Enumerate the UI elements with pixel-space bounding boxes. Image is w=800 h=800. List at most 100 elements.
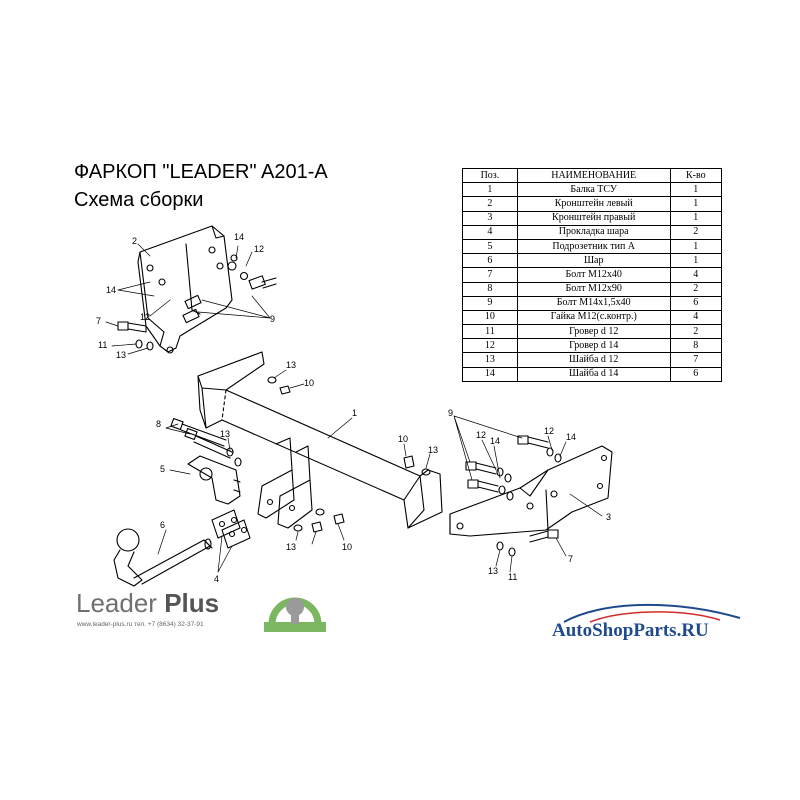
cell-pos: 14	[462, 366, 518, 382]
callout-14: 14	[234, 232, 244, 242]
callout-10: 10	[304, 378, 314, 388]
brand-contacts: www.leader-plus.ru тел. +7 (8634) 32-37-…	[77, 621, 204, 628]
cell-qty: 2	[669, 324, 723, 340]
cell-qty: 4	[669, 309, 723, 326]
leader-lines	[105, 243, 603, 573]
cell-pos: 4	[462, 224, 518, 240]
callout-11: 11	[508, 572, 517, 582]
cell-pos: 3	[462, 210, 518, 226]
callout-13: 13	[286, 360, 296, 370]
cell-name: Гровер d 12	[516, 324, 671, 340]
col-header-pos: Поз.	[462, 167, 518, 184]
cell-pos: 11	[462, 324, 518, 340]
cell-qty: 1	[669, 253, 723, 269]
table-header-row: Поз. НАИМЕНОВАНИЕ К-во	[462, 167, 723, 184]
cell-name: Шайба d 14	[516, 366, 671, 382]
callout-5: 5	[160, 464, 165, 474]
callout-6: 6	[160, 520, 165, 530]
cell-qty: 1	[669, 196, 723, 212]
cell-pos: 13	[462, 352, 518, 368]
cell-qty: 2	[669, 281, 723, 297]
callout-10: 10	[398, 434, 408, 444]
callout-12: 12	[254, 244, 264, 254]
left-bolts	[182, 254, 277, 324]
callout-13: 13	[220, 429, 230, 439]
cell-qty: 1	[669, 238, 723, 255]
cell-pos: 8	[462, 281, 518, 297]
right-bolt-7	[496, 529, 559, 557]
brand-bold: Plus	[164, 588, 220, 618]
cell-qty: 7	[669, 352, 723, 368]
callout-14: 14	[566, 432, 576, 442]
car-silhouette-icon	[563, 603, 741, 623]
callout-12: 12	[544, 426, 554, 436]
leader-plus-logo-icon	[264, 597, 326, 632]
cell-qty: 6	[669, 366, 723, 382]
cell-qty: 1	[669, 210, 723, 226]
cell-pos: 5	[462, 238, 518, 255]
callout-13: 13	[488, 566, 498, 576]
cell-name: Гровер d 14	[516, 338, 671, 354]
socket-bolts	[170, 417, 242, 467]
callout-10: 10	[342, 542, 352, 552]
tow-beam	[197, 351, 443, 529]
cell-qty: 4	[669, 267, 723, 283]
callout-14: 14	[106, 285, 116, 295]
left-bolt-7	[117, 321, 154, 351]
callout-labels: 2 14 12 14 12 9 7 11 13 13 10 1 8 13 5 1…	[96, 232, 611, 584]
callout-3: 3	[606, 512, 611, 522]
cell-name: Болт М12х90	[516, 281, 671, 297]
callout-12: 12	[476, 430, 486, 440]
callout-11: 11	[98, 340, 107, 350]
cell-name: Прокладка шара	[516, 224, 671, 240]
spacer-plates	[211, 509, 251, 549]
cell-name: Балка ТСУ	[516, 182, 671, 198]
cell-name: Шар	[516, 253, 671, 269]
cell-pos: 2	[462, 196, 518, 212]
mid-nuts	[293, 455, 431, 533]
right-bracket	[449, 445, 613, 537]
col-header-name: НАИМЕНОВАНИЕ	[516, 167, 671, 184]
callout-7: 7	[568, 554, 573, 564]
left-bracket	[137, 225, 233, 354]
cell-name: Кронштейн левый	[516, 196, 671, 212]
socket-bracket	[187, 455, 241, 505]
page-title: ФАРКОП "LEADER" A201-A	[74, 161, 328, 183]
cell-pos: 9	[462, 295, 518, 311]
cell-qty: 2	[669, 224, 723, 240]
cell-pos: 10	[462, 309, 518, 326]
cell-name: Болт М14х1,5х40	[516, 295, 671, 311]
callout-13: 13	[116, 350, 126, 360]
cell-pos: 7	[462, 267, 518, 283]
cell-name: Шайба d 12	[516, 352, 671, 368]
callout-14: 14	[490, 436, 500, 446]
cell-name: Гайка М12(с.контр.)	[516, 309, 671, 326]
watermark-text: AutoShopParts.RU	[552, 620, 709, 641]
callout-9: 9	[448, 408, 453, 418]
cell-name: Подрозетник тип А	[516, 238, 671, 255]
center-nut	[267, 376, 291, 395]
callout-1: 1	[352, 408, 357, 418]
brand-name: Leader Plus	[76, 588, 219, 619]
brand-light: Leader	[76, 588, 157, 618]
cell-qty: 8	[669, 338, 723, 354]
cell-pos: 1	[462, 182, 518, 198]
callout-4: 4	[214, 574, 219, 584]
callout-12: 12	[140, 312, 150, 322]
callout-13: 13	[428, 445, 438, 455]
cell-name: Болт М12х40	[516, 267, 671, 283]
